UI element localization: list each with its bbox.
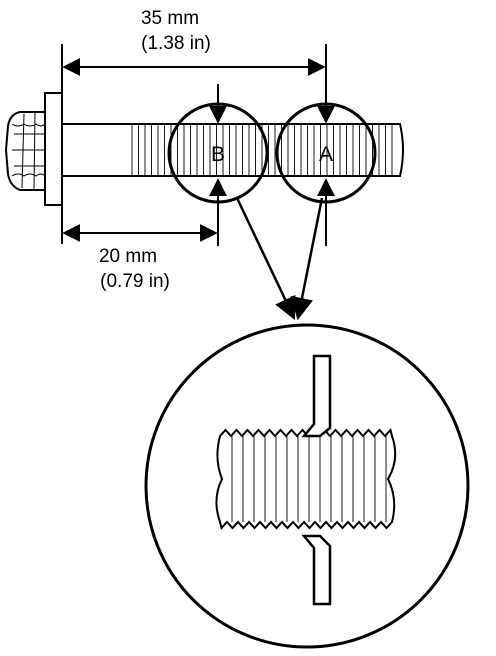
point-b-label: B	[211, 143, 225, 166]
bolt-flange	[44, 92, 63, 206]
overall-dimension-imperial: (1.38 in)	[141, 33, 211, 54]
point-b-dimension-imperial: (0.79 in)	[100, 271, 170, 292]
point-a-label: A	[319, 143, 333, 166]
overall-dimension-metric: 35 mm	[141, 8, 199, 29]
bolt-head	[4, 111, 46, 191]
bolt-shank	[61, 123, 404, 177]
point-indicator-arrows	[209, 84, 335, 246]
gauge-blade-bottom	[301, 534, 332, 606]
gauge-blade-top	[301, 354, 332, 438]
point-b-dimension-metric: 20 mm	[99, 246, 157, 267]
dimension-lines	[61, 44, 327, 244]
detail-leader-arrows	[235, 197, 324, 321]
detail-thread-section	[215, 427, 397, 531]
